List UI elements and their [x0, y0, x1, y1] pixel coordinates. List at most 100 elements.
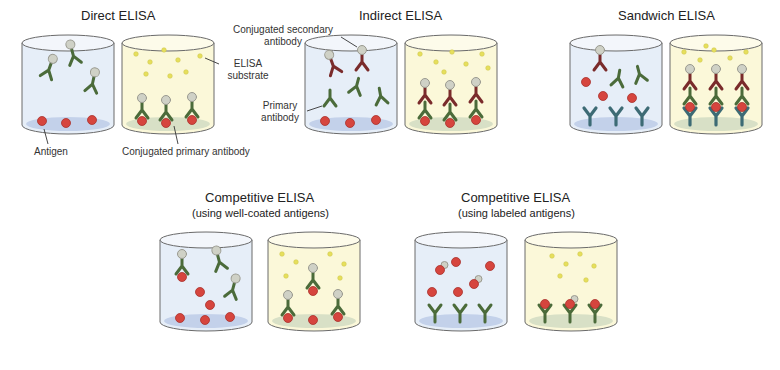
labeled-antigen [566, 296, 579, 309]
callout-label: ELISA substrate [222, 58, 274, 82]
antigen [346, 119, 355, 128]
substrate-dot [486, 66, 491, 71]
callout-label: Conjugated secondary antibody [228, 24, 338, 48]
conjugated-antibody [186, 93, 198, 118]
antigen [178, 273, 187, 282]
antigen [176, 314, 185, 323]
substrate-dot [284, 274, 289, 279]
substrate-dot [578, 252, 583, 257]
antigen [454, 288, 463, 297]
assay-well-substrate [525, 232, 617, 331]
callout-label: Primary antibody [256, 100, 304, 124]
primary-antibody [324, 90, 336, 106]
callout-label: Antigen [34, 146, 68, 158]
leader-lines [44, 37, 357, 144]
conjugated-antibody [63, 39, 81, 66]
conjugated-secondary-antibody [710, 65, 722, 90]
antigen [591, 300, 600, 309]
substrate-dot [280, 252, 285, 257]
antigen [428, 288, 437, 297]
conjugated-antibody [136, 94, 148, 119]
primary-antibody [470, 101, 482, 117]
assay-well [415, 232, 507, 331]
substrate-dot [168, 74, 173, 79]
substrate-dot [134, 52, 139, 57]
primary-antibody [684, 88, 696, 104]
conjugated-antibody [176, 250, 188, 275]
conjugated-secondary-antibody [419, 79, 431, 104]
assay-well-substrate [268, 232, 360, 331]
substrate-dot [480, 52, 485, 57]
primary-antibody [632, 65, 648, 84]
substrate-dot [144, 72, 149, 77]
substrate-dot [294, 260, 299, 265]
substrate-dot [442, 70, 447, 75]
substrate-dot [698, 58, 703, 63]
antigen [196, 288, 205, 297]
substrate-dot [564, 262, 569, 267]
panel-title: Competitive ELISA [461, 190, 570, 206]
primary-antibody [444, 104, 456, 120]
substrate-dot [558, 274, 563, 279]
substrate-dot [682, 50, 687, 55]
conjugated-secondary-antibody [470, 78, 482, 103]
substrate-dot [184, 70, 189, 75]
antigen [138, 117, 147, 126]
antigen [582, 78, 591, 87]
assay-well-substrate [405, 35, 497, 134]
substrate-dot [418, 52, 423, 57]
assay-well [305, 35, 397, 134]
substrate-dot [342, 262, 347, 267]
indirect-elisa-wells [305, 35, 497, 134]
antigen [372, 116, 381, 125]
substrate-dot [148, 60, 153, 65]
substrate-dot [328, 252, 333, 257]
conjugated-secondary-antibody [322, 49, 342, 76]
panel-title: (using well-coated antigens) [192, 207, 329, 220]
antigen [38, 117, 47, 126]
leader-line [307, 106, 322, 111]
antigen [452, 258, 461, 267]
conjugated-secondary-antibody [594, 46, 606, 71]
antigen [686, 103, 695, 112]
bound-antibody [479, 305, 491, 322]
labeled-antigen [436, 262, 449, 275]
conjugated-antibody [282, 291, 294, 316]
panel-title: Direct ELISA [81, 8, 155, 24]
substrate-dot [198, 54, 203, 59]
conjugated-antibody [225, 273, 243, 300]
antigen [162, 119, 171, 128]
substrate-dot [450, 50, 455, 55]
primary-antibody [736, 88, 748, 104]
labeled-antigen [470, 276, 483, 289]
antigen [712, 103, 721, 112]
antigen [472, 116, 481, 125]
substrate-dot [338, 276, 343, 281]
substrate-dot [704, 44, 709, 49]
capture-antibody [636, 108, 648, 125]
primary-antibody [349, 77, 365, 96]
conjugated-antibody [332, 290, 344, 315]
leader-line [44, 129, 48, 144]
primary-antibody [419, 102, 431, 118]
conjugated-antibody [209, 245, 227, 272]
antigen [62, 119, 71, 128]
antigen [628, 94, 637, 103]
assay-well [22, 35, 114, 134]
primary-antibody [373, 87, 388, 105]
leader-line [174, 126, 178, 144]
conjugated-antibody [85, 67, 102, 93]
substrate-dot [592, 264, 597, 269]
conjugated-antibody [160, 96, 172, 121]
leader-line [341, 37, 357, 47]
conjugated-antibody [307, 264, 319, 289]
antigen [188, 116, 197, 125]
competitive-labeled-wells [415, 232, 617, 331]
conjugated-secondary-antibody [684, 65, 696, 90]
capture-antibody [610, 108, 622, 125]
primary-antibody [710, 88, 722, 104]
antigen [541, 300, 550, 309]
assay-well-substrate [670, 35, 762, 134]
